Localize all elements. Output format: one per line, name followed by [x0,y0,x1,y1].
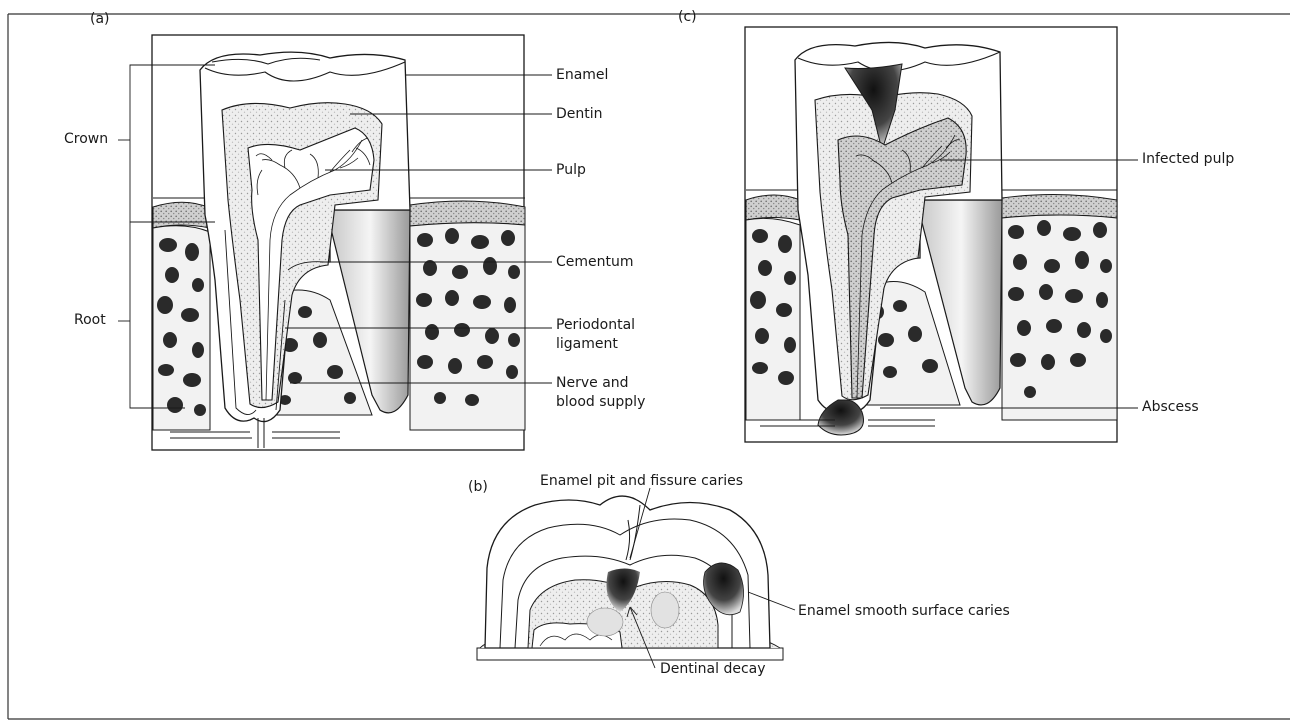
label-abscess: Abscess [1142,398,1199,417]
label-crown: Crown [64,130,108,149]
panel-a-normal-tooth [118,35,552,450]
label-periodontal-line2: ligament [556,335,618,354]
label-nerve-line1: Nerve and [556,374,629,393]
panel-c-infected-tooth [745,27,1138,442]
label-dentin: Dentin [556,105,603,124]
label-nerve-line2: blood supply [556,393,645,412]
panel-c-letter: (c) [678,8,697,27]
label-cementum: Cementum [556,253,634,272]
label-dentinal-decay: Dentinal decay [660,660,766,679]
label-smooth-surface-caries: Enamel smooth surface caries [798,602,1010,621]
label-periodontal-line1: Periodontal [556,316,635,335]
label-root: Root [74,311,106,330]
label-pulp: Pulp [556,161,586,180]
panel-a-letter: (a) [90,10,110,29]
label-infected-pulp: Infected pulp [1142,150,1234,169]
label-enamel: Enamel [556,66,608,85]
panel-b-letter: (b) [468,478,488,497]
label-pit-fissure-caries: Enamel pit and fissure caries [540,472,743,491]
panel-b-caries [477,488,795,668]
